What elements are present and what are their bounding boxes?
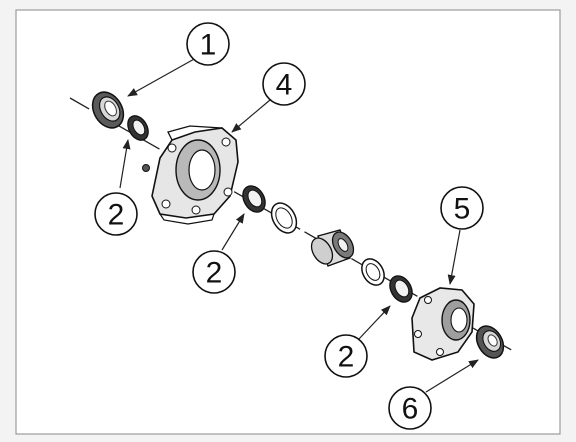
callout-6: 6 bbox=[388, 386, 432, 430]
callout-4-leader bbox=[231, 99, 271, 133]
callout-2c-leader bbox=[357, 305, 391, 341]
callout-4-label: 4 bbox=[276, 69, 293, 102]
callout-2c: 2 bbox=[324, 334, 368, 378]
callout-2c-label: 2 bbox=[338, 341, 355, 374]
small-pin bbox=[142, 164, 150, 172]
callout-2a-label: 2 bbox=[108, 199, 125, 232]
bearing-c bbox=[389, 275, 413, 303]
callout-2b: 2 bbox=[192, 250, 236, 294]
callout-2b-leader bbox=[221, 213, 245, 251]
callout-2a-leader bbox=[119, 139, 131, 189]
callout-1-leader bbox=[127, 57, 197, 97]
callout-1-label: 1 bbox=[200, 29, 217, 62]
callout-1: 1 bbox=[186, 22, 230, 66]
callout-4: 4 bbox=[262, 62, 306, 106]
callout-5: 5 bbox=[440, 186, 484, 230]
housing-right bbox=[411, 287, 475, 361]
washer-b bbox=[361, 258, 385, 286]
bearing-b bbox=[242, 185, 266, 213]
callout-5-leader bbox=[447, 229, 461, 285]
housing-left bbox=[151, 125, 239, 225]
seal-left bbox=[91, 91, 125, 129]
seal-right bbox=[475, 325, 505, 359]
callout-6-label: 6 bbox=[402, 393, 419, 426]
callout-2a: 2 bbox=[94, 192, 138, 236]
bearing-a bbox=[127, 115, 149, 141]
callout-6-leader bbox=[425, 359, 479, 393]
callout-5-label: 5 bbox=[454, 193, 471, 226]
shaft-sleeve bbox=[310, 229, 355, 267]
washer-a bbox=[270, 202, 298, 234]
callout-2b-label: 2 bbox=[206, 257, 223, 290]
